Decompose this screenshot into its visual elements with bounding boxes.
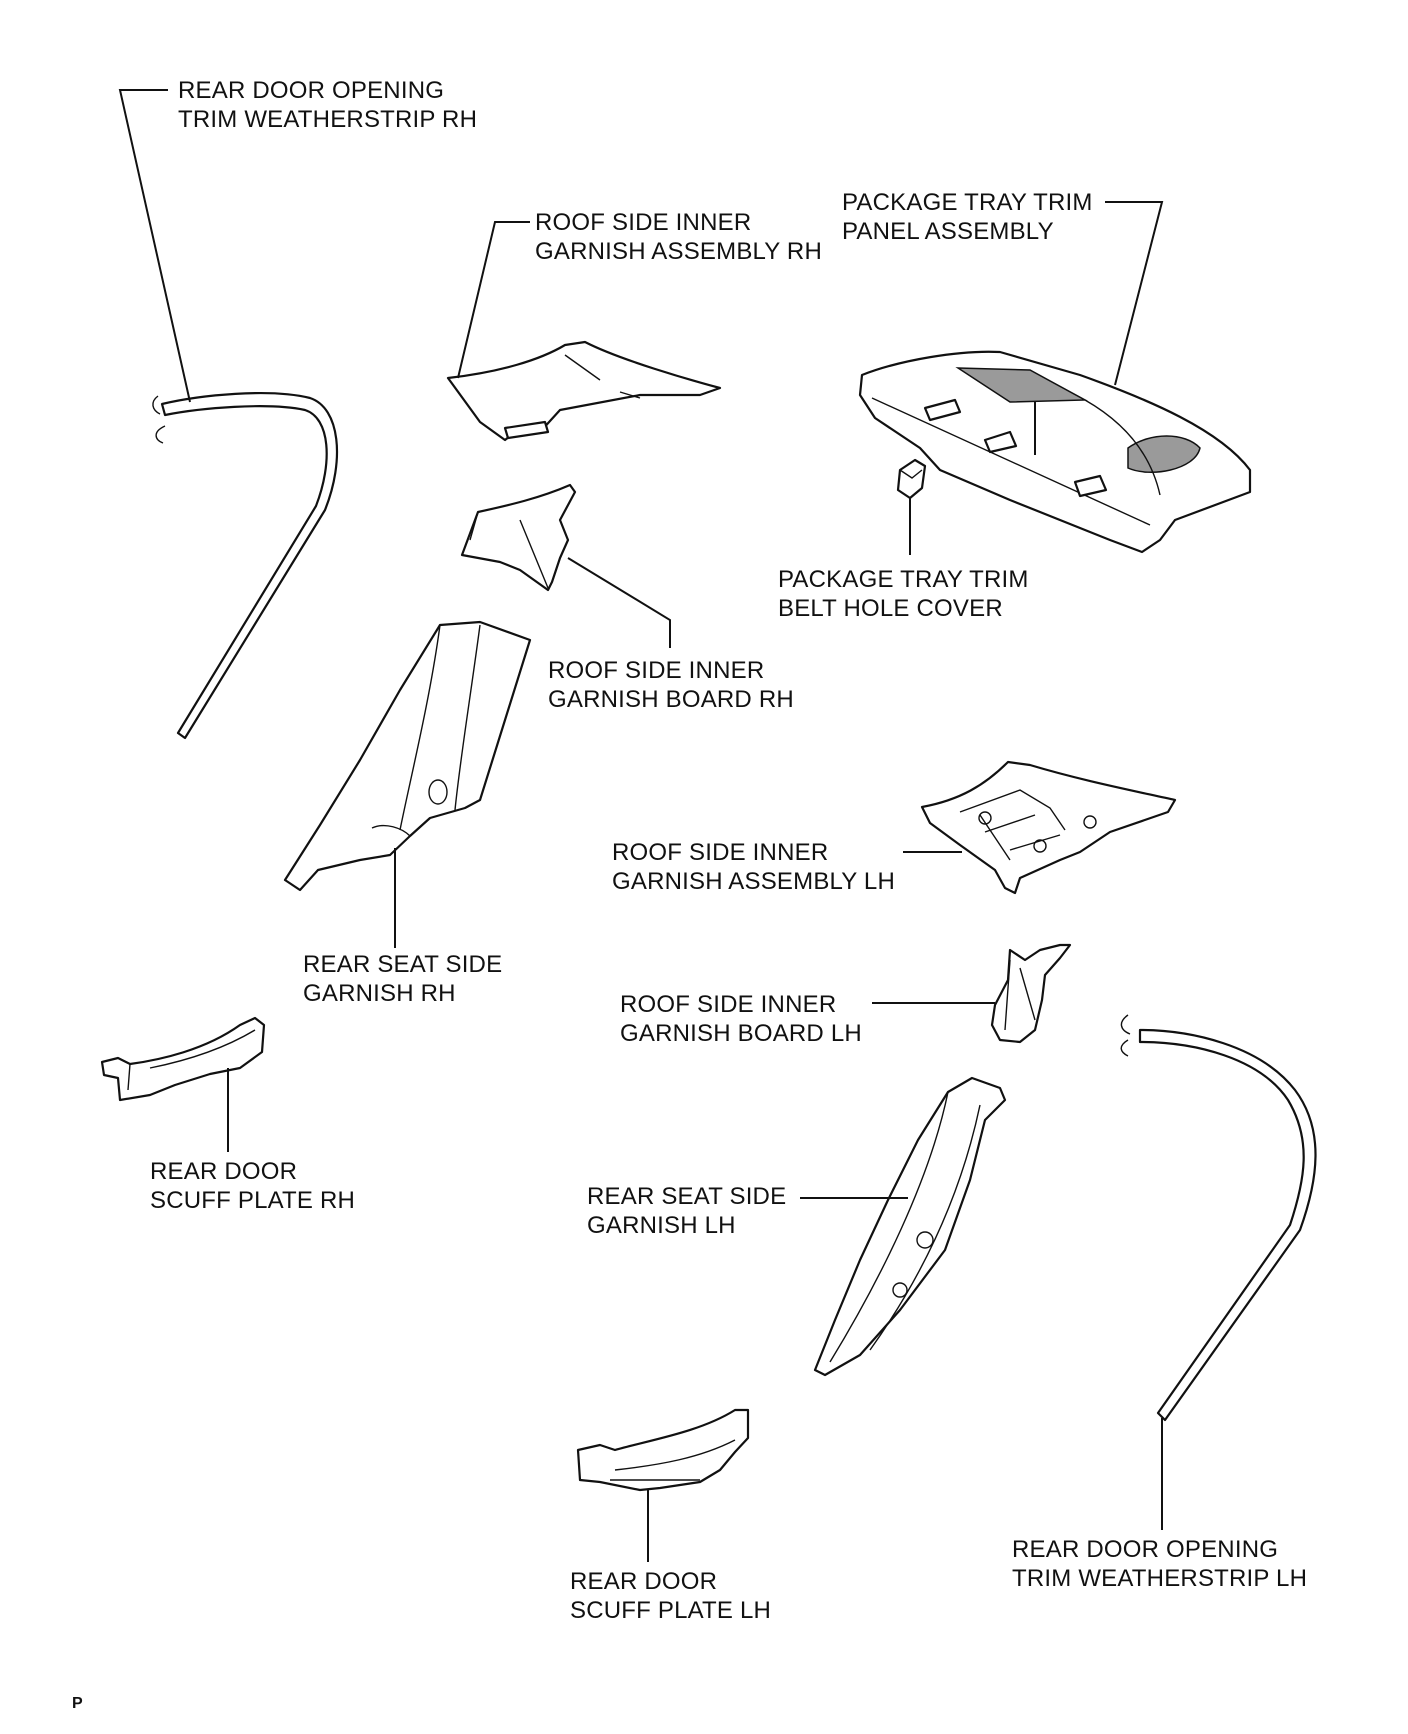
scuff-plate-rh-part (100, 1016, 266, 1102)
roof-garnish-assy-rh-part (446, 340, 722, 442)
scuff-plate-lh-part (576, 1408, 750, 1492)
package-tray-panel-part (858, 350, 1252, 554)
rear-seat-garnish-rh-part (283, 620, 532, 892)
leader-weatherstrip-rh (118, 89, 191, 403)
weatherstrip-rh-part (152, 392, 339, 740)
belt-hole-cover-part (896, 458, 927, 500)
leader-roof-garnish-board-rh (567, 557, 671, 648)
roof-garnish-board-rh-part (460, 483, 577, 592)
leader-package-tray-panel (1034, 201, 1164, 455)
weatherstrip-lh-part (1120, 1014, 1317, 1422)
roof-garnish-board-lh-part (990, 943, 1072, 1044)
footer-mark: P (72, 1695, 83, 1712)
rear-seat-garnish-lh-part (813, 1076, 1007, 1377)
roof-garnish-assy-lh-part (920, 760, 1177, 895)
leader-roof-garnish-assy-rh (457, 221, 530, 379)
